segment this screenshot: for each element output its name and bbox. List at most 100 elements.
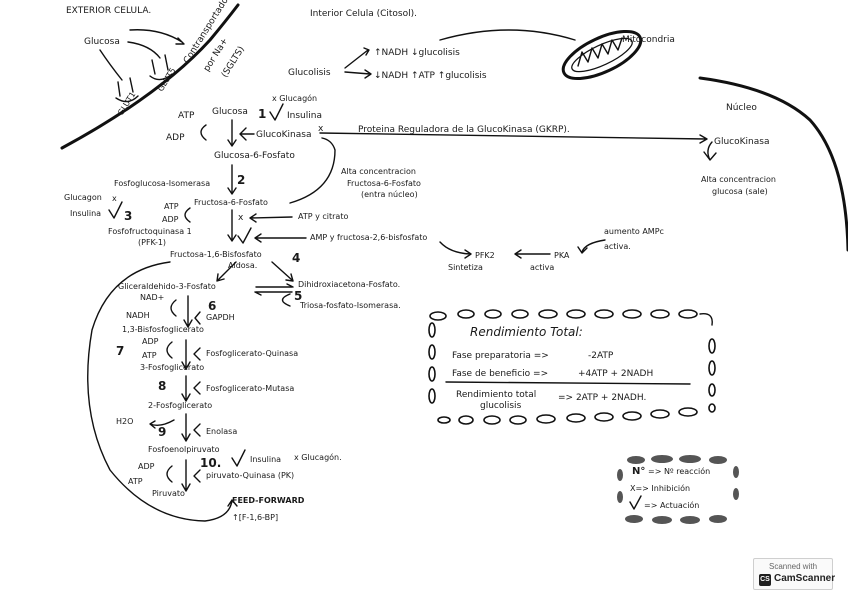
nadh-decrease-label: ↓NADH ↑ATP ↑glucolisis xyxy=(374,71,487,81)
aldolase-split-arrows xyxy=(216,261,294,282)
step-number-1: 1 xyxy=(258,107,266,121)
pgm-label: Fosfoglicerato-Mutasa xyxy=(206,384,294,393)
activa-label: activa xyxy=(530,263,554,272)
gapdh-label: GAPDH xyxy=(206,313,235,322)
pfk2-label: PFK2 xyxy=(475,251,495,260)
nucleus-high-conc-label: Alta concentracion xyxy=(701,175,776,184)
legend-inhibition: X=> Inhibición xyxy=(630,483,690,493)
gkrp-line xyxy=(319,132,708,144)
glut1-transporter xyxy=(115,77,139,103)
pfk1-abbr: (PFK-1) xyxy=(138,238,166,247)
feed-forward-loop xyxy=(87,261,238,522)
step-number-4: 4 xyxy=(292,251,300,265)
nucleo-label: Núcleo xyxy=(726,103,757,113)
high-f6p-label-2: Fructosa-6-Fosfato xyxy=(347,179,421,188)
dhap-label: Dihidroxiacetona-Fosfato. xyxy=(298,280,400,289)
amp-f26bp-label: AMP y fructosa-2,6-bisfosfato xyxy=(310,233,427,242)
nucleus-arrow xyxy=(703,141,717,161)
check-icon xyxy=(269,103,284,121)
glucokinase-enzyme: GlucoKinasa xyxy=(256,130,311,140)
scanned-with-label: Scanned with xyxy=(768,562,818,571)
benefit-phase-value: +4ATP + 2NADH xyxy=(578,369,653,379)
f6p-label: Fructosa-6-Fosfato xyxy=(194,198,268,207)
pfk1-label: Fosfofructoquinasa 1 xyxy=(108,227,192,236)
check-icon xyxy=(231,449,246,467)
glucagon-inhibit-step1: x Glucagón xyxy=(272,93,317,103)
step-number-10: 10. xyxy=(200,456,221,470)
total-yield-label: Rendimiento total xyxy=(456,390,536,400)
atp-citrate-label: ATP y citrato xyxy=(298,212,348,221)
step1-reaction-arrow xyxy=(200,119,255,147)
step-number-8: 8 xyxy=(158,379,166,393)
glucagon-inhibit-pk: x Glucagón. xyxy=(294,452,342,462)
step5-curve xyxy=(281,293,291,307)
x-inhibit-pfk1: x xyxy=(238,213,244,223)
legend-box-border xyxy=(617,455,739,524)
bpg13-label: 1,3-Bisfosfoglicerato xyxy=(122,325,204,334)
check-icon xyxy=(108,201,123,219)
gkrp-label: Proteina Reguladora de la GlucoKinasa (G… xyxy=(358,125,570,135)
total-yield-value: => 2ATP + 2NADH. xyxy=(558,393,646,403)
regulation-arrows xyxy=(344,47,372,79)
ampc-increase-label: aumento AMPc xyxy=(604,227,664,236)
camscanner-badge: Scanned with CS CamScanner xyxy=(753,558,836,590)
pgk-label: Fosfoglicerato-Quinasa xyxy=(206,349,298,358)
step8-reaction-arrow xyxy=(181,375,201,402)
step-number-3: 3 xyxy=(124,209,132,223)
f16bp-label: Fructosa-1,6-Bisfosfato xyxy=(170,250,262,259)
isomerase-label: Fosfoglucosa-Isomerasa xyxy=(114,179,210,188)
high-f6p-label-3: (entra núcleo) xyxy=(361,190,418,199)
total-yield-label-2: glucolisis xyxy=(480,401,522,411)
nadh-increase-label: ↑NADH ↓glucolisis xyxy=(374,48,460,58)
adp-step3: ADP xyxy=(162,215,179,224)
outer-glucose-label: Glucosa xyxy=(84,37,120,47)
glut5-transporter xyxy=(149,54,173,81)
atp-step1: ATP xyxy=(178,111,195,121)
glucagon-left-label: Glucagon xyxy=(64,193,102,202)
atp-step3: ATP xyxy=(164,202,179,211)
x-marker-gkrp: x xyxy=(318,124,324,134)
glucolisis-label: Glucolisis xyxy=(288,68,331,78)
step-number-5: 5 xyxy=(294,289,302,303)
step2-arrow xyxy=(227,164,237,195)
pyruvate-kinase-label: piruvato-Quinasa (PK) xyxy=(206,471,294,480)
step7-reaction-arrow xyxy=(166,339,201,370)
yield-sum-line xyxy=(445,381,691,385)
legend-activation: => Actuación xyxy=(644,500,699,510)
interior-label: Interior Celula (Citosol). xyxy=(310,9,417,19)
step3-reaction-arrow xyxy=(184,207,237,242)
pka-label: PKA xyxy=(554,251,570,260)
pep-label: Fosfoenolpiruvato xyxy=(148,445,220,454)
h2o-release-curve xyxy=(149,419,175,429)
pka-to-pfk2-arrow xyxy=(514,249,551,259)
camscanner-name: CamScanner xyxy=(774,573,836,584)
ampc-arrow xyxy=(577,239,606,254)
legend-reaction: => Nº reacción xyxy=(648,466,710,476)
inhibit-arrow xyxy=(249,213,293,223)
nadh-label: NADH xyxy=(126,311,150,320)
g3p-label: Gliceraldehido-3-Fosfato xyxy=(118,282,216,291)
contransport-label: Contransportador xyxy=(182,0,233,66)
yield-box-border xyxy=(428,309,716,425)
ampc-activa-label: activa. xyxy=(604,242,631,251)
step-number-6: 6 xyxy=(208,299,216,313)
pfk2-link xyxy=(439,241,472,259)
equilibrium-arrows xyxy=(254,283,294,296)
benefit-phase-label: Fase de beneficio => xyxy=(452,369,548,379)
feed-forward-label: FEED-FORWARD xyxy=(232,496,305,505)
nucleus-glucose-exit-label: glucosa (sale) xyxy=(712,187,768,196)
nucleus-membrane xyxy=(698,76,848,252)
adp-step1: ADP xyxy=(166,133,185,143)
adp-step10: ADP xyxy=(138,462,155,471)
camscanner-logo-icon: CS xyxy=(759,574,771,586)
step10-reaction-arrow xyxy=(166,459,201,492)
yield-title: Rendimiento Total: xyxy=(470,325,583,339)
x-glucagon-left: x xyxy=(112,194,117,203)
atp-step7: ATP xyxy=(142,351,157,360)
enolase-label: Enolasa xyxy=(206,427,237,436)
prep-phase-value: -2ATP xyxy=(588,351,614,361)
step9-reaction-arrow xyxy=(181,413,201,442)
aldolase-label: Aldosa. xyxy=(228,261,257,270)
insulin-left-label: Insulina xyxy=(70,209,101,218)
